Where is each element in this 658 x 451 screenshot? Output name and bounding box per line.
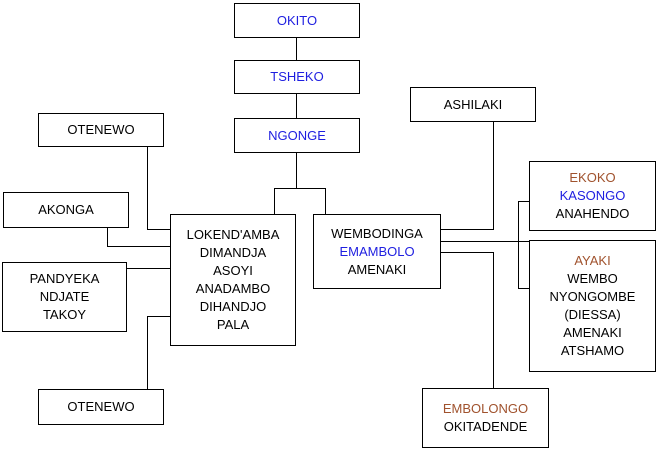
node-pandyeka: PANDYEKA NDJATE TAKOY — [2, 262, 127, 332]
node-embolongo: EMBOLONGO OKITADENDE — [422, 388, 549, 448]
node-label: NGONGE — [268, 127, 326, 143]
node-label: ANAHENDO — [555, 206, 630, 221]
node-label: (DIESSA) — [564, 307, 621, 322]
node-label: OTENEWO — [67, 399, 135, 414]
node-ngonge: NGONGE — [234, 118, 360, 153]
node-label: KASONGO — [559, 188, 626, 203]
node-label: WEMBODINGA — [331, 225, 423, 241]
node-label: WEMBO — [567, 271, 618, 286]
node-label: DIHANDJO — [199, 299, 267, 314]
node-label: NDJATE — [39, 289, 90, 304]
node-okito: OKITO — [234, 3, 360, 38]
node-otenewo-top: OTENEWO — [38, 113, 164, 147]
node-lokendamba: LOKEND'AMBA DIMANDJA ASOYI ANADAMBO DIHANDJO… — [170, 214, 296, 346]
node-wembodinga: WEMBODINGA EMAMBOLO AMENAKI — [313, 214, 441, 289]
node-label: TAKOY — [42, 307, 87, 322]
node-label: OTENEWO — [67, 122, 135, 137]
node-label: ANADAMBO — [195, 281, 271, 296]
node-label: OKITADENDE — [443, 419, 528, 434]
node-otenewo-bottom: OTENEWO — [38, 389, 164, 425]
node-ashilaki: ASHILAKI — [410, 87, 536, 122]
node-label: AMENAKI — [347, 261, 407, 277]
node-label: TSHEKO — [270, 69, 324, 84]
node-label: PANDYEKA — [29, 271, 100, 286]
node-label: PALA — [216, 317, 250, 332]
node-label: OKITO — [276, 12, 318, 28]
node-label: EKOKO — [569, 170, 616, 185]
node-label: EMBOLONGO — [442, 401, 529, 416]
node-akonga: AKONGA — [3, 192, 129, 228]
node-label: LOKEND'AMBA — [186, 227, 280, 242]
node-label: NYONGOMBE — [549, 289, 636, 304]
node-label: ASOYI — [213, 263, 253, 278]
node-ayaki: AYAKI WEMBO NYONGOMBE (DIESSA) AMENAKI ATSHAM… — [529, 240, 656, 372]
node-tsheko: TSHEKO — [234, 60, 360, 94]
node-label: AYAKI — [574, 253, 611, 268]
node-label: EMAMBOLO — [339, 243, 415, 259]
node-label: AKONGA — [38, 202, 94, 217]
node-label: DIMANDJA — [199, 245, 267, 260]
node-label: AMENAKI — [563, 325, 622, 340]
node-label: ATSHAMO — [560, 343, 625, 358]
node-ekoko: EKOKO KASONGO ANAHENDO — [529, 161, 656, 231]
node-label: ASHILAKI — [443, 96, 503, 112]
